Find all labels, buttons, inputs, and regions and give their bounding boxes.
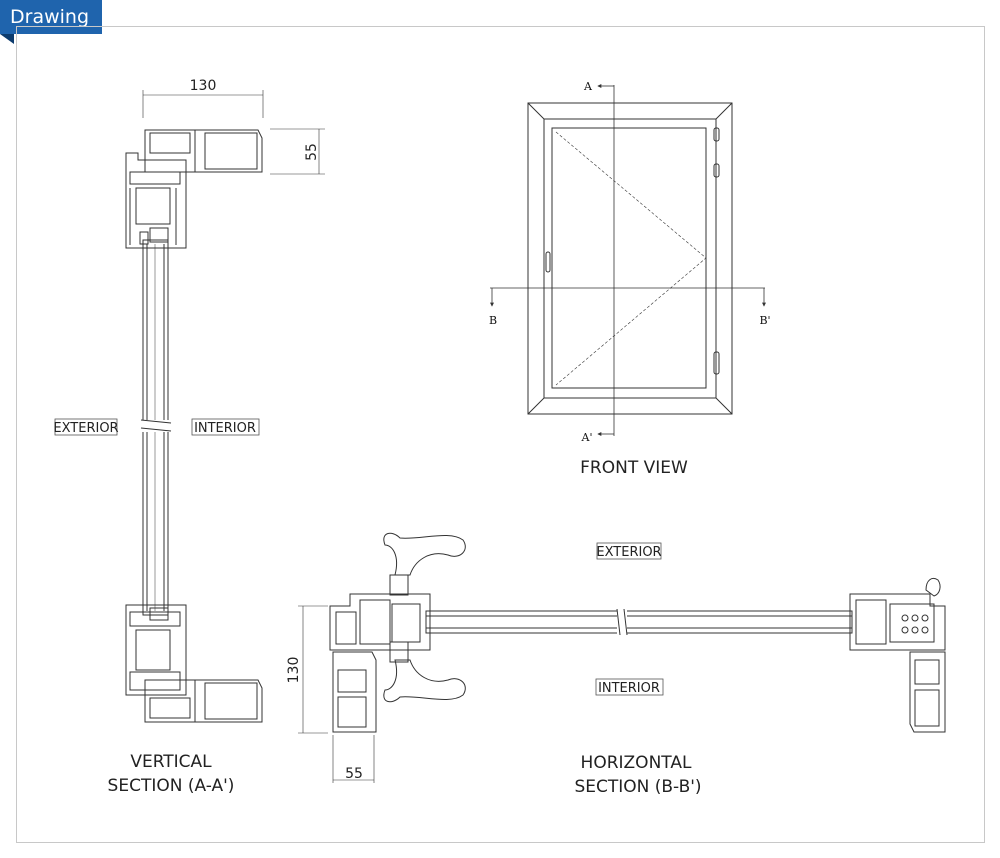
marker-a: A <box>583 80 593 93</box>
vertical-interior-label: INTERIOR <box>194 421 256 436</box>
horizontal-caption-line2: SECTION (B-B') <box>574 777 701 797</box>
horizontal-caption-line1: HORIZONTAL <box>581 753 692 773</box>
drawing-tab[interactable]: Drawing <box>0 0 102 34</box>
horizontal-dim-height: 130 <box>286 657 302 684</box>
vertical-dim-width: 130 <box>190 78 217 94</box>
marker-b-prime: B' <box>759 314 770 327</box>
drawing-frame <box>16 26 985 843</box>
vertical-caption-line1: VERTICAL <box>130 752 212 772</box>
marker-b: B <box>489 314 497 327</box>
tab-notch <box>0 34 14 44</box>
vertical-section <box>125 90 325 723</box>
vertical-caption-line2: SECTION (A-A') <box>108 776 235 796</box>
h-exterior-label-box <box>596 542 662 560</box>
h-interior-label-box <box>595 678 664 696</box>
front-view <box>490 84 766 436</box>
marker-a-prime: A' <box>581 431 593 444</box>
interior-label-box <box>191 418 260 436</box>
horizontal-dim-width: 55 <box>345 766 363 782</box>
vertical-exterior-label: EXTERIOR <box>53 421 118 436</box>
horizontal-section <box>298 532 946 783</box>
front-view-caption: FRONT VIEW <box>580 458 688 478</box>
horizontal-interior-label: INTERIOR <box>598 681 660 696</box>
horizontal-exterior-label: EXTERIOR <box>596 545 661 560</box>
exterior-label-box <box>54 418 118 436</box>
vertical-dim-height: 55 <box>304 143 320 161</box>
